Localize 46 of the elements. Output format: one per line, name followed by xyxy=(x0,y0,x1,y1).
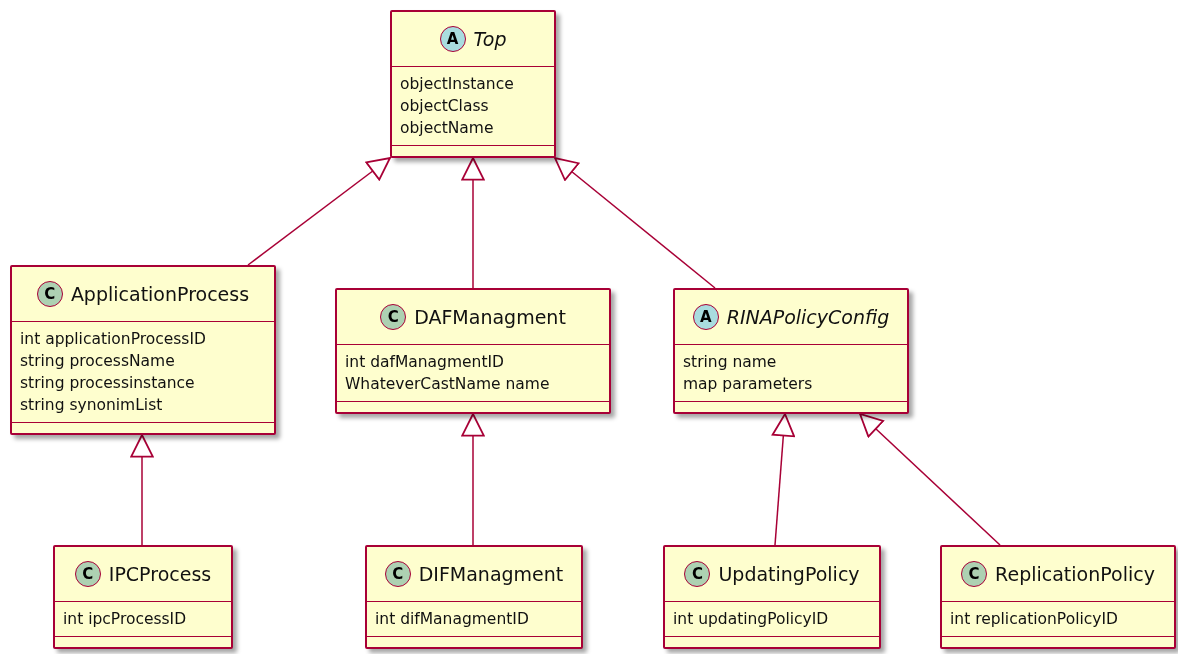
stereotype-icon: C xyxy=(74,561,101,587)
attribute-text: string synonimList xyxy=(20,395,164,416)
class-name: UpdatingPolicy xyxy=(718,563,860,585)
attribute-text: int dafManagmentID xyxy=(345,352,505,373)
attribute-text: objectClass xyxy=(400,96,490,117)
class-box xyxy=(940,545,1176,649)
attribute-text: map parameters xyxy=(683,374,814,395)
class-name: DAFManagment xyxy=(414,306,566,328)
attribute-text: int replicationPolicyID xyxy=(950,609,1119,630)
inheritance-arrow xyxy=(771,413,795,546)
class-box xyxy=(365,545,583,649)
attribute-text: string processName xyxy=(20,351,176,372)
class-box xyxy=(53,545,233,649)
attribute-text: string processinstance xyxy=(20,373,196,394)
attribute-text: int ipcProcessID xyxy=(63,609,188,630)
stereotype-icon: A xyxy=(439,26,466,52)
attribute-text: string name xyxy=(683,352,778,373)
abstract-class-box xyxy=(390,10,556,158)
attribute-text: objectName xyxy=(400,118,495,139)
attribute-text: int updatingPolicyID xyxy=(673,609,830,630)
attribute-text: WhateverCastName name xyxy=(345,374,551,395)
class-name: IPCProcess xyxy=(108,563,212,585)
stereotype-icon: A xyxy=(692,304,719,330)
inheritance-arrow xyxy=(461,413,485,546)
class-name: RINAPolicyConfig xyxy=(726,306,890,328)
abstract-class-box xyxy=(673,288,909,414)
stereotype-icon: C xyxy=(684,561,711,587)
inheritance-arrow xyxy=(461,157,485,289)
attribute-text: int applicationProcessID xyxy=(20,329,207,350)
attribute-text: objectInstance xyxy=(400,74,515,95)
class-name: DIFManagment xyxy=(418,563,564,585)
class-name: ReplicationPolicy xyxy=(995,563,1155,585)
class-box xyxy=(663,545,881,649)
class-name: ApplicationProcess xyxy=(70,283,250,305)
inheritance-arrow xyxy=(130,434,154,546)
inheritance-arrow xyxy=(247,157,391,266)
class-box xyxy=(10,265,276,435)
class-name: Top xyxy=(473,28,507,50)
class-box xyxy=(335,288,611,414)
attribute-text: int difManagmentID xyxy=(375,609,530,630)
stereotype-icon: C xyxy=(961,561,988,587)
inheritance-arrow xyxy=(859,413,1001,546)
stereotype-icon: C xyxy=(36,281,63,307)
stereotype-icon: C xyxy=(384,561,411,587)
inheritance-arrow xyxy=(554,157,716,289)
stereotype-icon: C xyxy=(380,304,407,330)
